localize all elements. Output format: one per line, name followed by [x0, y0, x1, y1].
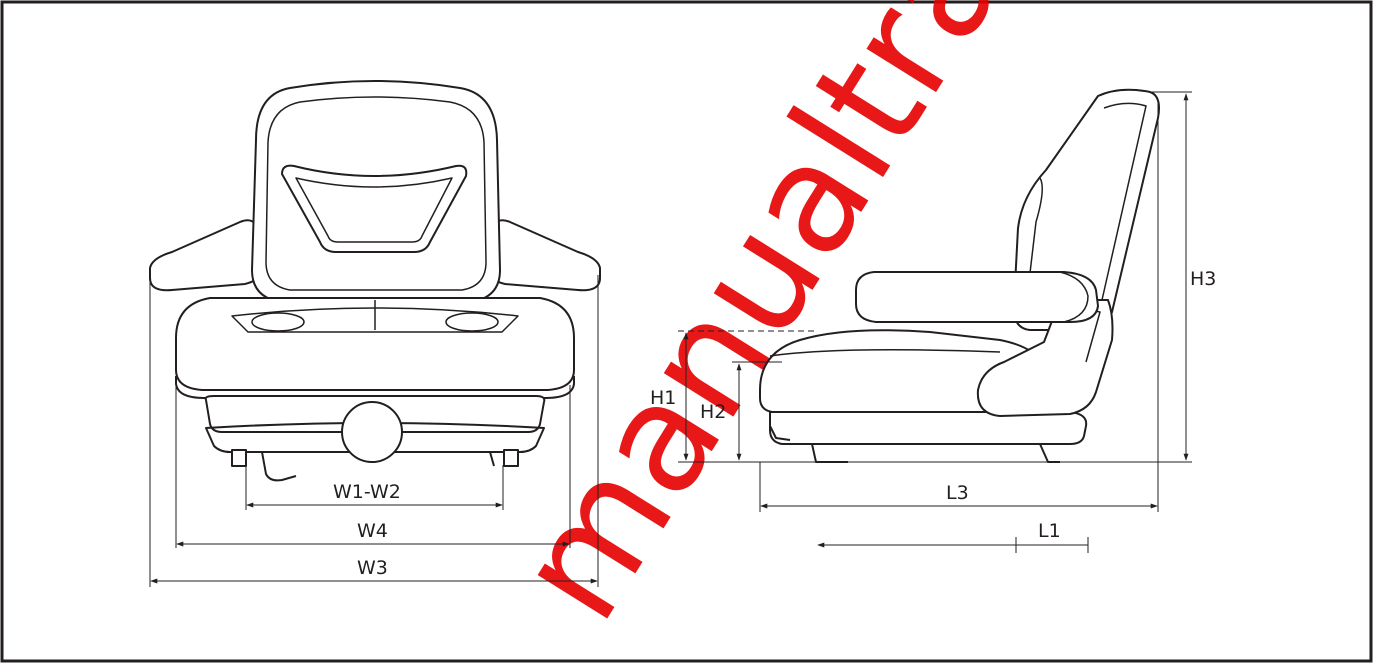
seat-front-view: [149, 80, 601, 482]
dimension-label-h2: H2: [700, 401, 726, 423]
dimension-label-h3: H3: [1190, 268, 1216, 290]
dimension-label-l1: L1: [1038, 520, 1061, 542]
dimension-label-l3: L3: [946, 482, 969, 504]
dimension-label-w3: W3: [357, 557, 388, 579]
dimension-lines: [149, 91, 1192, 587]
dimension-label-w1-w2: W1-W2: [333, 481, 401, 503]
dimension-label-w4: W4: [357, 520, 388, 542]
seat-side-view: [759, 88, 1160, 463]
dimension-label-h1: H1: [650, 387, 676, 409]
